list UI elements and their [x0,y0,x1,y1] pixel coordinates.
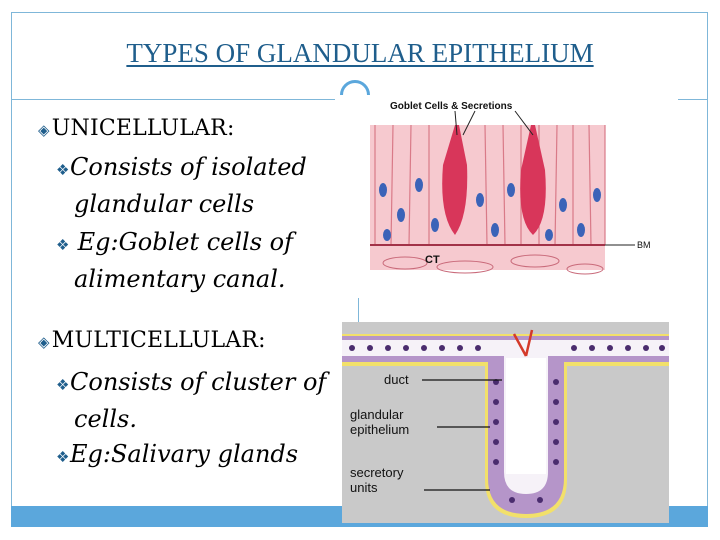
secretory-label-line2: units [350,480,378,495]
list-item: ❖Consists of isolated glandular cells [56,153,307,218]
check-bullet-icon: ❖ [56,161,70,179]
check-bullet-icon: ❖ [56,236,70,254]
bullet-icon: ◈ [38,121,50,139]
figure1-bm-label: BM [637,240,651,250]
figure1-ct-label: CT [425,254,440,266]
figure1-top-label: Goblet Cells & Secretions [390,101,513,112]
check-bullet-icon: ❖ [56,448,70,466]
secretory-label-line1: secretory [350,465,404,480]
epithelium-label-line1: glandular [350,407,404,422]
epithelium-label-line2: epithelium [350,422,409,437]
section-heading-multicellular: ◈MULTICELLULAR: [38,328,266,353]
bullet-icon: ◈ [38,333,50,351]
list-item: ❖Eg:Salivary glands [56,437,346,474]
multicellular-gland-figure: duct glandular epithelium secretory unit… [342,322,669,523]
goblet-cells-figure: Goblet Cells & Secretions CT BM [335,95,678,298]
duct-label: duct [384,372,409,387]
slide-title: TYPES OF GLANDULAR EPITHELIUM [126,38,594,68]
check-bullet-icon: ❖ [56,376,70,394]
list-item: ❖ Eg:Goblet cells of alimentary canal. [56,228,294,293]
list-item: ❖Consists of cluster of cells. [56,368,327,433]
section-heading-unicellular: ◈UNICELLULAR: [38,116,235,141]
